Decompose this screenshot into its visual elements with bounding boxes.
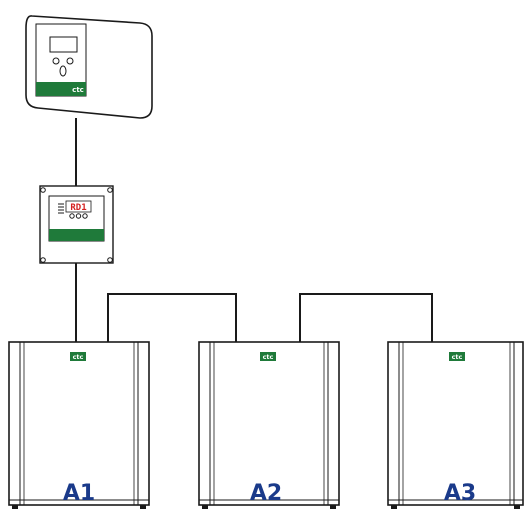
wall-controller-right-knob bbox=[66, 57, 74, 65]
control-box-screw-tl bbox=[40, 187, 46, 193]
control-box: RD1 bbox=[39, 185, 114, 264]
control-box-screw-bl bbox=[40, 257, 46, 263]
unit-foot bbox=[202, 505, 208, 509]
unit-label: A2 bbox=[250, 481, 282, 506]
unit-foot bbox=[12, 505, 18, 509]
heat-pump-unit-a2: ctc A2 bbox=[198, 341, 340, 509]
control-box-button bbox=[69, 213, 75, 219]
unit-foot bbox=[330, 505, 336, 509]
unit-label: A1 bbox=[63, 481, 95, 506]
wall-controller-left-knob bbox=[52, 57, 60, 65]
unit-logo-badge bbox=[70, 352, 86, 361]
unit-cabinet bbox=[387, 341, 524, 506]
heat-pump-unit-a1: ctc A1 bbox=[8, 341, 150, 509]
unit-label: A3 bbox=[444, 481, 476, 506]
wall-controller-button bbox=[59, 65, 67, 77]
control-box-green-band bbox=[49, 229, 104, 241]
control-box-button bbox=[82, 213, 88, 219]
control-box-button bbox=[75, 213, 82, 219]
unit-logo-badge bbox=[449, 352, 465, 361]
control-box-display-readout: RD1 bbox=[70, 203, 86, 213]
control-box-display bbox=[65, 200, 92, 213]
unit-logo-badge bbox=[260, 352, 276, 361]
unit-cabinet bbox=[8, 341, 150, 506]
control-box-screw-tr bbox=[107, 187, 113, 193]
wall-controller-green-band bbox=[36, 82, 86, 96]
heat-pump-unit-a3: ctc A3 bbox=[387, 341, 524, 509]
wire-a1-to-a2 bbox=[107, 293, 237, 342]
wire-a2-to-a3 bbox=[299, 293, 433, 342]
unit-cabinet bbox=[198, 341, 340, 506]
unit-foot bbox=[514, 505, 520, 509]
wall-controller: ctc bbox=[25, 15, 153, 119]
unit-foot bbox=[140, 505, 146, 509]
wall-controller-logo: ctc bbox=[72, 86, 84, 94]
unit-logo: ctc bbox=[452, 353, 463, 361]
unit-logo: ctc bbox=[73, 353, 84, 361]
unit-foot bbox=[391, 505, 397, 509]
unit-logo: ctc bbox=[263, 353, 274, 361]
wall-controller-screen bbox=[49, 36, 78, 53]
control-box-screw-br bbox=[107, 257, 113, 263]
